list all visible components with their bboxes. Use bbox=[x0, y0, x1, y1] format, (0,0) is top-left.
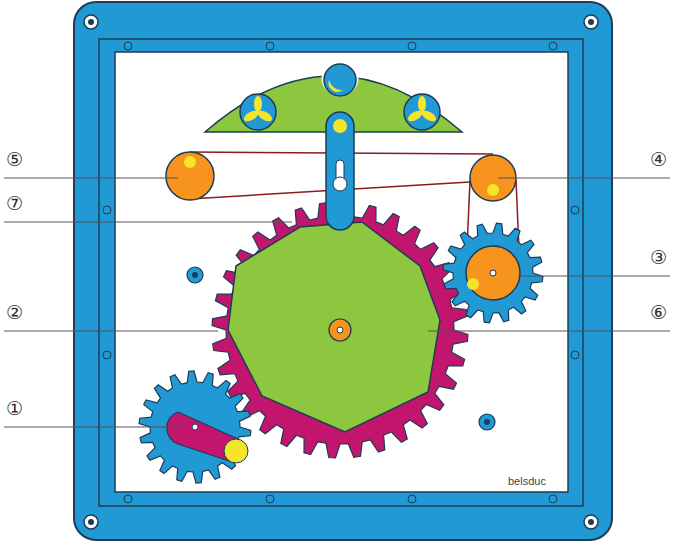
callout-number: ⑦ bbox=[6, 194, 23, 213]
fan-right bbox=[404, 94, 440, 130]
outer-frame bbox=[74, 2, 612, 540]
callout-number: ① bbox=[6, 399, 23, 418]
peg-centre bbox=[484, 419, 490, 425]
inner-frame bbox=[99, 39, 583, 506]
leader-lines bbox=[4, 178, 670, 427]
pulley-3-axle bbox=[490, 270, 496, 276]
big-gear bbox=[212, 202, 468, 458]
fan-left bbox=[240, 94, 276, 130]
corner-screw-centres bbox=[88, 19, 594, 525]
board bbox=[115, 52, 568, 492]
slider bbox=[326, 112, 354, 230]
callout-number: ③ bbox=[650, 248, 667, 267]
pulley-3-dot bbox=[467, 278, 479, 290]
watermark: belsduc bbox=[508, 476, 546, 487]
crank-axle bbox=[192, 424, 198, 430]
pulley-5-dot bbox=[184, 156, 196, 168]
pulley-3 bbox=[466, 246, 520, 300]
corner-screws bbox=[84, 15, 598, 529]
guide-pin bbox=[333, 177, 347, 191]
crank-handle bbox=[224, 439, 248, 463]
callout-number: ④ bbox=[650, 150, 667, 169]
pulley-5 bbox=[166, 152, 214, 200]
small-gear-3 bbox=[443, 223, 543, 323]
pulley-4-dot bbox=[487, 184, 499, 196]
ball bbox=[324, 64, 356, 96]
callout-number: ⑥ bbox=[650, 303, 667, 322]
peg bbox=[187, 267, 203, 283]
hub-centre bbox=[337, 327, 343, 333]
slider-pin bbox=[333, 119, 347, 133]
cam bbox=[228, 222, 440, 432]
callout-number: ② bbox=[6, 303, 23, 322]
peg-centre bbox=[192, 272, 198, 278]
callout-number: ⑤ bbox=[6, 150, 23, 169]
peg bbox=[479, 414, 495, 430]
ball-highlight bbox=[329, 80, 343, 92]
hub bbox=[329, 319, 351, 341]
ball-notch bbox=[322, 60, 358, 96]
frame-holes bbox=[103, 42, 579, 503]
